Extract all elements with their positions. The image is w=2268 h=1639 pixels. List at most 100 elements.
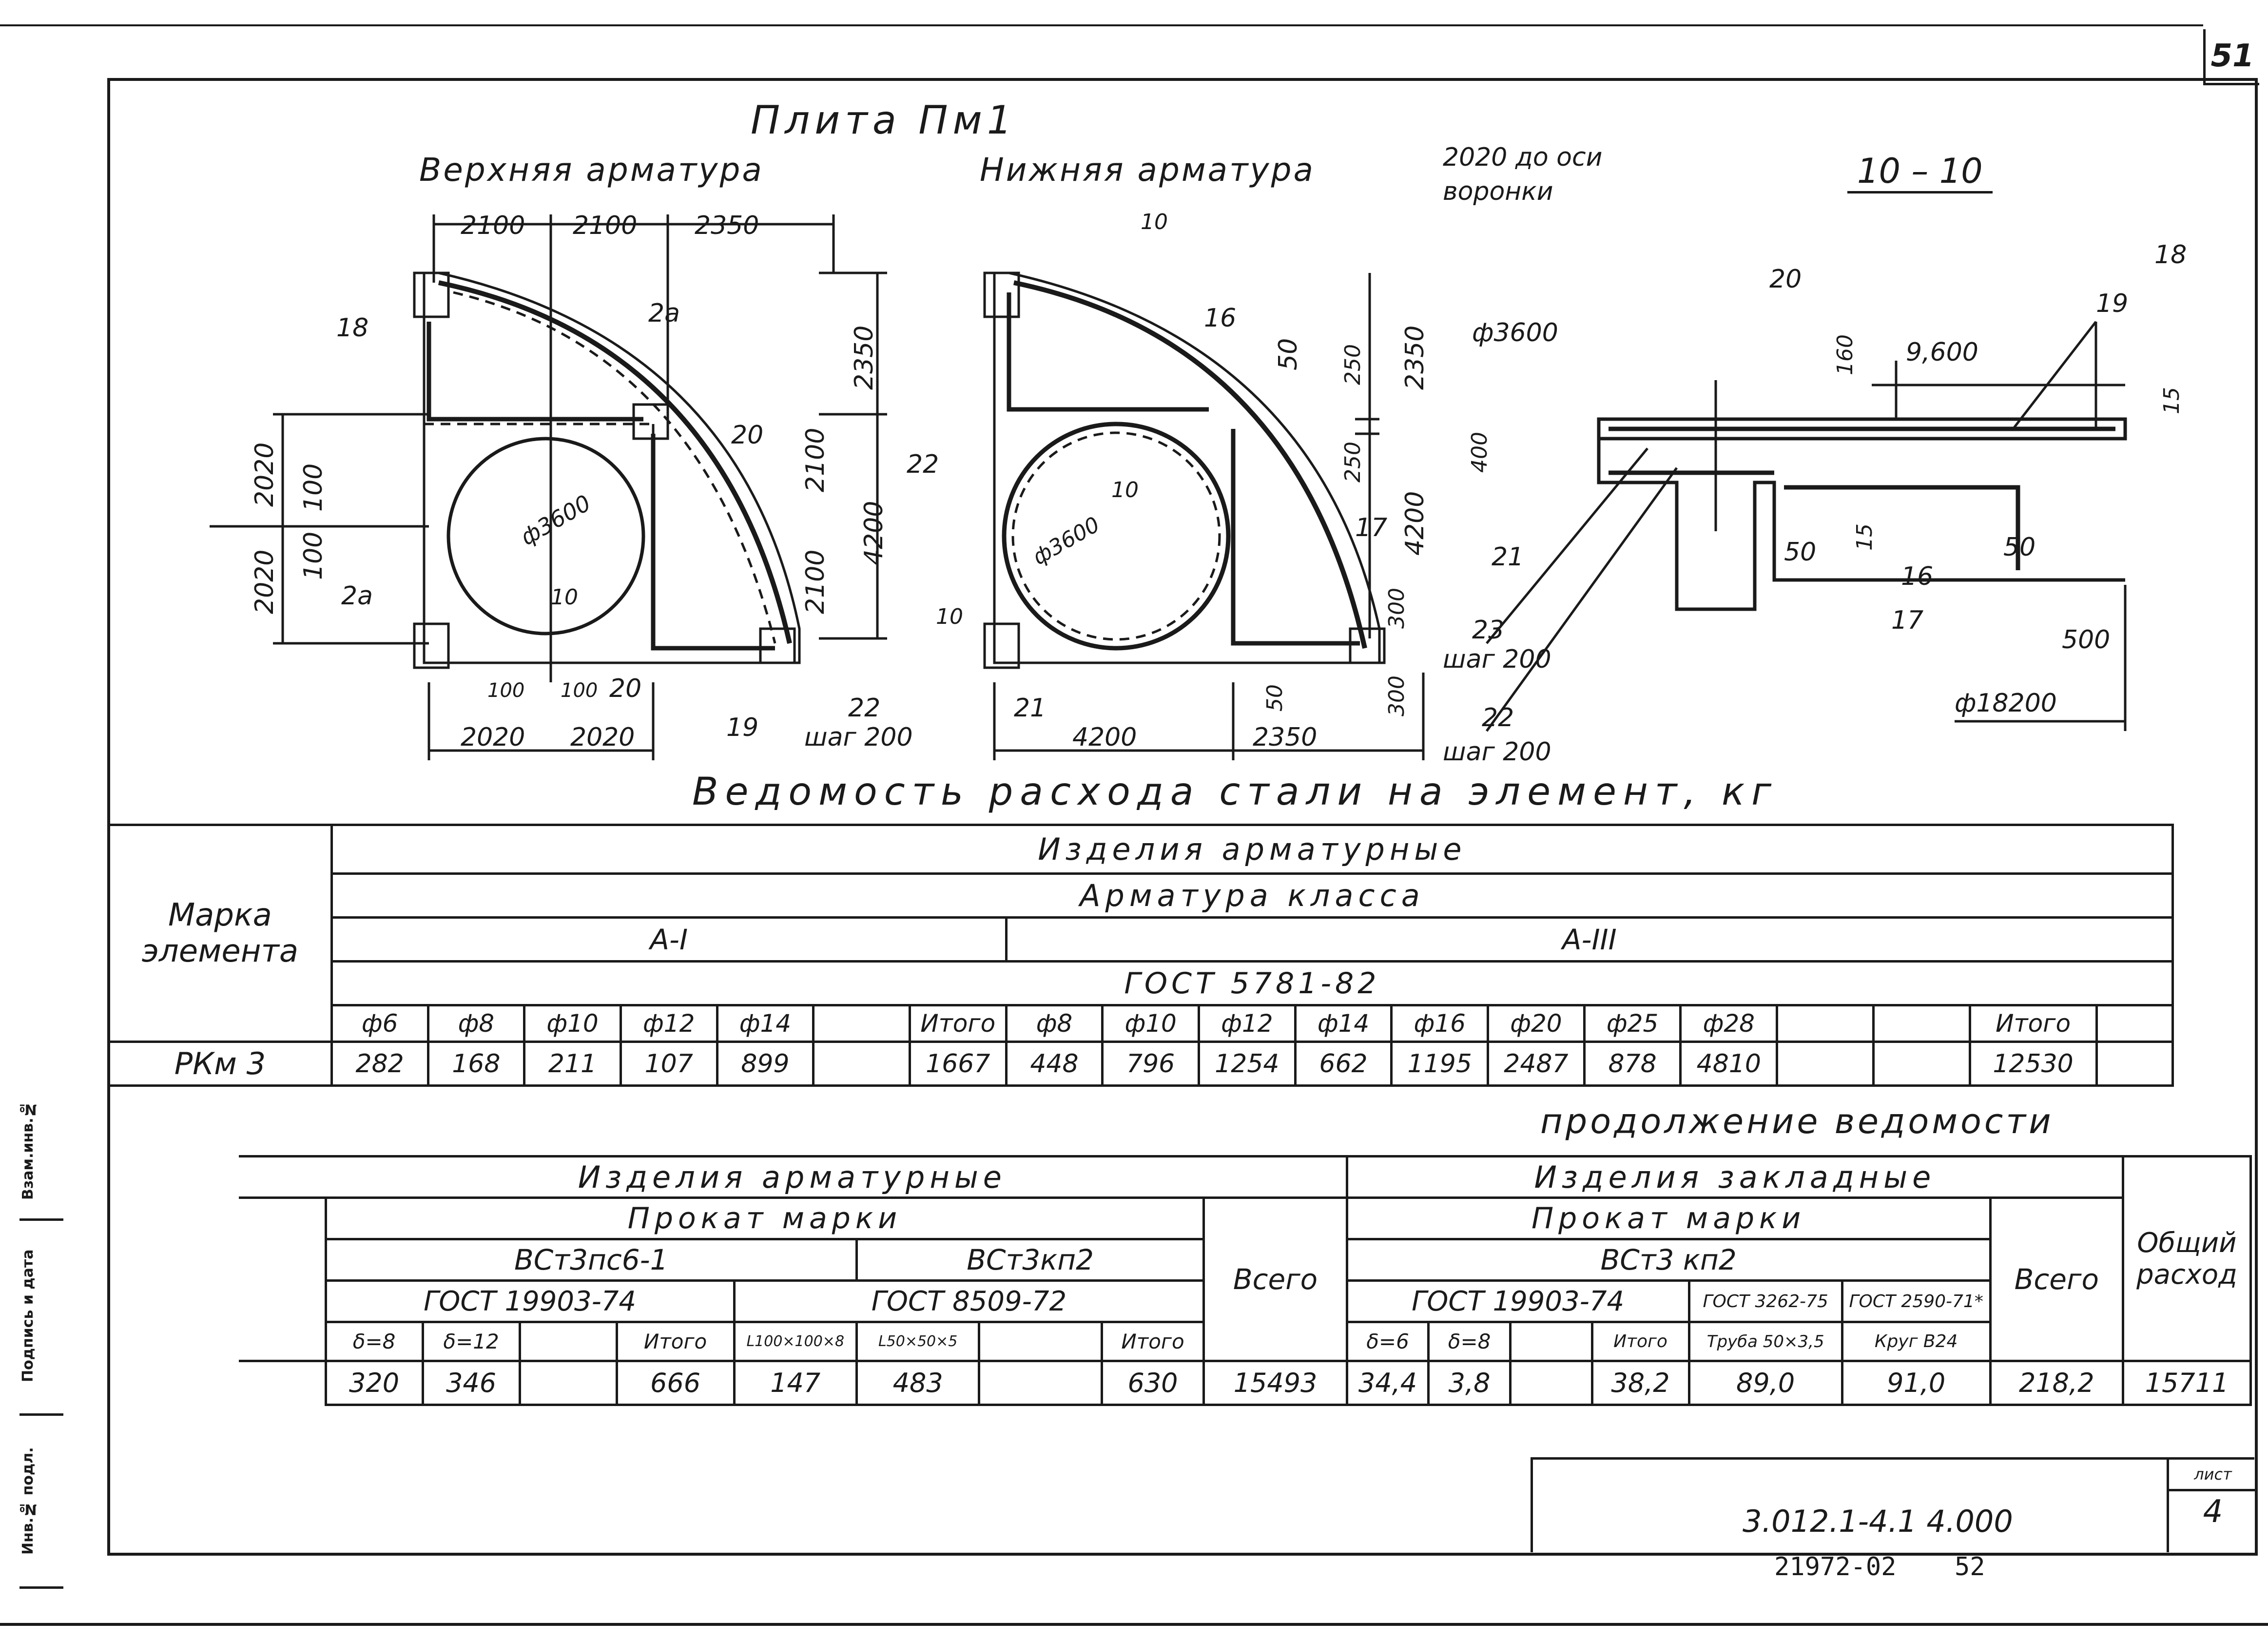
dim-top-2: 2100 — [573, 211, 637, 240]
table-cell: 1667 — [908, 1041, 1008, 1087]
sheet-box: лист 4 — [2167, 1460, 2257, 1552]
t2-grade-1: ВСт3пс6-1 — [324, 1238, 858, 1282]
dim-bottom-5: 4200 — [1400, 491, 1430, 556]
section-note-2: воронки — [1443, 177, 1553, 206]
section-15-b: 15 — [1852, 523, 1877, 551]
section-15: 15 — [2159, 387, 2184, 414]
t2-overall-header: Общий расход — [2122, 1155, 2252, 1362]
section-dia-large: ф18200 — [1955, 689, 2057, 718]
t2-grade-3: ВСт3 кп2 — [1345, 1238, 1992, 1282]
table-cell — [1776, 1041, 1875, 1087]
section-16: 16 — [1901, 562, 1933, 591]
reinforcement-drawing: 2100 2100 2350 2350 2100 2100 4200 2020 … — [210, 143, 2187, 767]
t2-col-header: Итого — [1590, 1321, 1690, 1362]
drawing-frame — [107, 78, 2258, 1556]
dim-top-15: 100 — [561, 679, 598, 702]
col-header — [812, 1004, 911, 1043]
t2-group-right: Изделия закладные — [1345, 1155, 2125, 1199]
section-dia: ф3600 — [1472, 318, 1558, 347]
table-cell — [812, 1041, 911, 1087]
dim-bottom-1: 50 — [1274, 338, 1303, 370]
callout-top-20-bottom: 20 — [609, 674, 641, 703]
dim-top-4: 2350 — [850, 326, 879, 390]
col-header: Итого — [1968, 1004, 2098, 1043]
top-rule — [0, 24, 2203, 26]
t2-cell: 89,0 — [1687, 1360, 1843, 1406]
section-19: 19 — [2096, 289, 2128, 318]
section-400: 400 — [1467, 432, 1492, 473]
t2-cell — [518, 1360, 618, 1406]
dim-top-10: 100 — [299, 463, 328, 512]
t2-total-left: Всего — [1202, 1196, 1348, 1362]
table-title: Ведомость расхода стали на элемент, кг — [692, 770, 1779, 814]
col-header: ф25 — [1583, 1004, 1682, 1043]
gost-header: ГОСТ 5781-82 — [330, 960, 2174, 1006]
dim-top-13: 2020 — [570, 723, 635, 752]
section-160: 160 — [1833, 334, 1858, 375]
table-cell: 662 — [1294, 1041, 1393, 1087]
table-cell — [2095, 1041, 2174, 1087]
footer-code-right: 52 — [1955, 1552, 1985, 1581]
dim-top-3: 2350 — [695, 211, 759, 240]
table-cell: 211 — [523, 1041, 622, 1087]
col-header: ф14 — [716, 1004, 815, 1043]
col-header: ф16 — [1390, 1004, 1490, 1043]
callout-bottom-10-mid: 10 — [1111, 478, 1139, 502]
dim-top-8: 2020 — [250, 443, 279, 507]
t2-cell: 630 — [1100, 1360, 1205, 1406]
t2-cell: 666 — [615, 1360, 736, 1406]
subgroup-header: Арматура класса — [330, 872, 2174, 919]
dim-top-16: ф3600 — [516, 490, 595, 551]
t2-cell: 15493 — [1202, 1360, 1348, 1406]
col-header: ф8 — [1005, 1004, 1104, 1043]
t2-cell: 218,2 — [1989, 1360, 2125, 1406]
table-cell — [1872, 1041, 1971, 1087]
dim-top-6: 2100 — [801, 550, 830, 614]
callout-bottom-10: 10 — [1141, 210, 1168, 234]
dim-bottom-6: 300 — [1384, 588, 1409, 629]
t2-col-header: δ=6 — [1345, 1321, 1430, 1362]
table-cell: 899 — [716, 1041, 815, 1087]
t2-rolled-left: Прокат марки — [324, 1196, 1205, 1240]
dim-bottom-3: 250 — [1340, 442, 1365, 482]
t2-blank — [239, 1197, 327, 1362]
col-header: Итого — [908, 1004, 1008, 1043]
class-a1: А-I — [330, 916, 1008, 963]
col-header: ф6 — [330, 1004, 429, 1043]
col-header: ф12 — [1198, 1004, 1297, 1043]
t2-col-header: δ=8 — [1427, 1321, 1512, 1362]
callout-top-18: 18 — [336, 313, 368, 343]
table-cell: 878 — [1583, 1041, 1682, 1087]
section-50-b: 50 — [2003, 533, 2035, 562]
table-cell: 796 — [1101, 1041, 1200, 1087]
dim-bottom-11: ф3600 — [1028, 512, 1104, 570]
continuation-label: продолжение ведомости — [1540, 1101, 2054, 1141]
col-header: ф10 — [523, 1004, 622, 1043]
t2-total-right: Всего — [1989, 1196, 2125, 1362]
table-cell: 168 — [426, 1041, 526, 1087]
callout-top-19: 19 — [726, 713, 758, 742]
section-level: 9,600 — [1906, 338, 1978, 367]
steel-table-2: Изделия арматурные Изделия закладные Общ… — [239, 1155, 2252, 1406]
t2-col-header: Круг В24 — [1841, 1321, 1992, 1362]
document-code: 3.012.1-4.1 4.000 — [1743, 1504, 2013, 1539]
t2-cell — [978, 1360, 1103, 1406]
t2-cell: 147 — [733, 1360, 858, 1406]
page-number: 51 — [2203, 29, 2259, 85]
dim-top-9: 2020 — [250, 550, 279, 614]
plate-bottom-outline — [993, 271, 1381, 664]
t2-gost-4: ГОСТ 3262-75 — [1687, 1279, 1843, 1323]
col-header: ф14 — [1294, 1004, 1393, 1043]
t2-cell: 320 — [324, 1360, 424, 1406]
t2-rolled-right: Прокат марки — [1345, 1196, 1992, 1240]
callout-top-20: 20 — [731, 421, 763, 450]
section-50: 50 — [1784, 538, 1816, 567]
section-note-1: 2020 до оси — [1443, 143, 1602, 172]
callout-top-2a: 2а — [648, 299, 680, 328]
drawing-title: Плита Пм1 — [751, 97, 1017, 143]
col-header — [1872, 1004, 1971, 1043]
t2-gost-2: ГОСТ 8509-72 — [733, 1279, 1205, 1323]
view-title-bottom: Нижняя арматура — [980, 151, 1315, 189]
dim-bottom-2: 250 — [1340, 344, 1365, 385]
t2-cell — [1509, 1360, 1593, 1406]
